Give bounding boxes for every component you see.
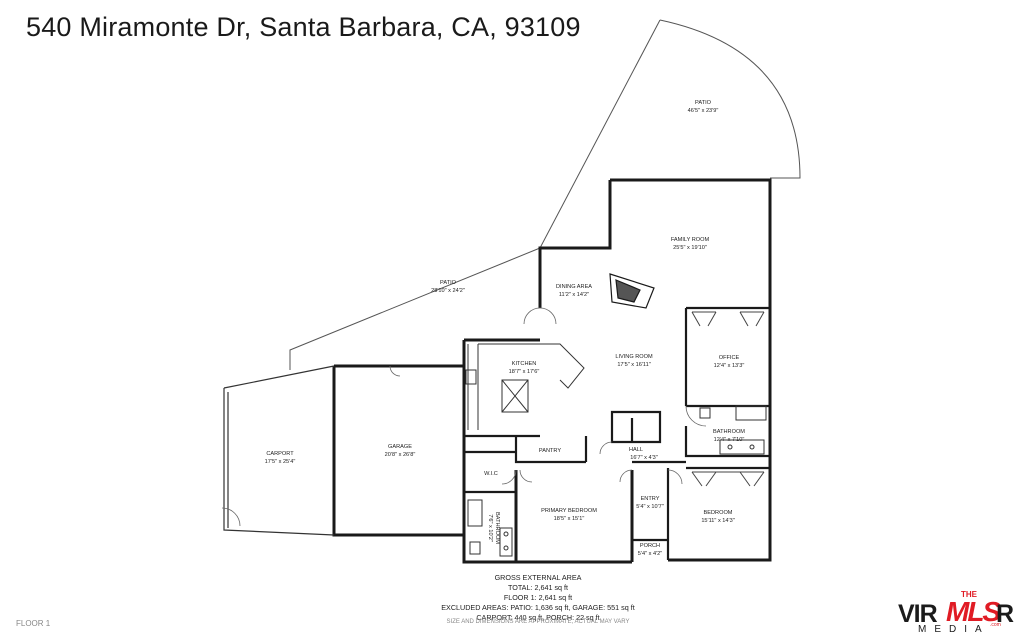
dims-primary-bedroom: 18'5" x 15'1" xyxy=(554,516,585,522)
logo-com: .com xyxy=(990,622,1001,628)
summary-floor1: FLOOR 1: 2,641 sq ft xyxy=(503,593,573,602)
dims-dining-area: 11'2" x 14'2" xyxy=(559,292,589,298)
logo-the: THE xyxy=(961,590,977,599)
label-family-room: FAMILY ROOM xyxy=(671,237,710,243)
dims-patio-top: 46'5" x 23'9" xyxy=(688,108,719,114)
label-office: OFFICE xyxy=(719,355,740,361)
dims-bathroom-left: 7'6" x 10'2" xyxy=(487,514,493,542)
door-swings xyxy=(221,307,707,527)
logo-r: R xyxy=(996,600,1015,628)
area-summary: GROSS EXTERNAL AREA TOTAL: 2,641 sq ft F… xyxy=(388,573,688,623)
disclaimer: SIZE AND DIMENSIONS ARE APPROXIMATE, ACT… xyxy=(446,619,630,625)
dims-kitchen: 18'7" x 17'6" xyxy=(509,369,540,375)
dims-carport: 17'5" x 25'4" xyxy=(265,459,296,465)
kitchen-counters xyxy=(465,343,585,430)
dims-family-room: 25'5" x 19'10" xyxy=(673,245,707,251)
dims-entry: 5'4" x 10'7" xyxy=(636,504,664,510)
dims-porch: 5'4" x 4'2" xyxy=(638,551,662,557)
label-bathroom-left: BATHROOM xyxy=(494,512,500,544)
summary-excluded: EXCLUDED AREAS: PATIO: 1,636 sq ft, GARA… xyxy=(441,603,635,612)
summary-title: GROSS EXTERNAL AREA xyxy=(494,573,582,582)
label-wic: W.I.C xyxy=(484,471,498,477)
label-pantry: PANTRY xyxy=(539,448,561,454)
label-garage: GARAGE xyxy=(388,444,412,450)
dims-bedroom: 15'11" x 14'3" xyxy=(701,518,734,524)
logo-media: MEDIA xyxy=(918,624,990,635)
dims-patio-left: 28'10" x 24'2" xyxy=(431,288,465,294)
label-hall: HALL xyxy=(629,447,643,453)
dims-garage: 20'8" x 26'8" xyxy=(385,452,416,458)
property-address: 540 Miramonte Dr, Santa Barbara, CA, 931… xyxy=(26,12,581,42)
dims-office: 12'4" x 13'3" xyxy=(714,363,745,369)
dims-bathroom-right: 12'4" x 7'10" xyxy=(714,437,745,443)
label-patio-top: PATIO xyxy=(695,100,712,106)
floor-label: FLOOR 1 xyxy=(16,619,51,628)
patio-outlines xyxy=(289,19,801,370)
dims-living-room: 17'5" x 16'11" xyxy=(617,362,650,368)
carport-outline xyxy=(223,365,335,536)
label-patio-left: PATIO xyxy=(440,280,457,286)
logo-mls: MLS xyxy=(946,596,1001,627)
dims-hall: 16'7" x 4'3" xyxy=(630,455,658,461)
label-bathroom-right: BATHROOM xyxy=(713,429,745,435)
summary-carport: CARPORT: 440 sq ft, PORCH: 22 sq ft xyxy=(476,613,600,622)
fireplace-icon xyxy=(609,273,655,309)
label-primary-bedroom: PRIMARY BEDROOM xyxy=(541,508,597,514)
label-carport: CARPORT xyxy=(266,451,294,457)
interior-walls xyxy=(464,306,770,560)
label-porch: PORCH xyxy=(640,543,660,549)
label-bedroom: BEDROOM xyxy=(704,510,733,516)
logo-vir: VIR xyxy=(898,600,938,628)
bathroom-fixtures xyxy=(467,405,767,557)
closets xyxy=(691,311,765,487)
summary-total: TOTAL: 2,641 sq ft xyxy=(507,583,569,592)
label-entry: ENTRY xyxy=(641,496,660,502)
virmls-media-logo: VIR MLS THE R .com MEDIA xyxy=(898,590,1016,636)
label-living-room: LIVING ROOM xyxy=(615,354,653,360)
label-kitchen: KITCHEN xyxy=(512,361,537,367)
label-dining-area: DINING AREA xyxy=(556,284,592,290)
